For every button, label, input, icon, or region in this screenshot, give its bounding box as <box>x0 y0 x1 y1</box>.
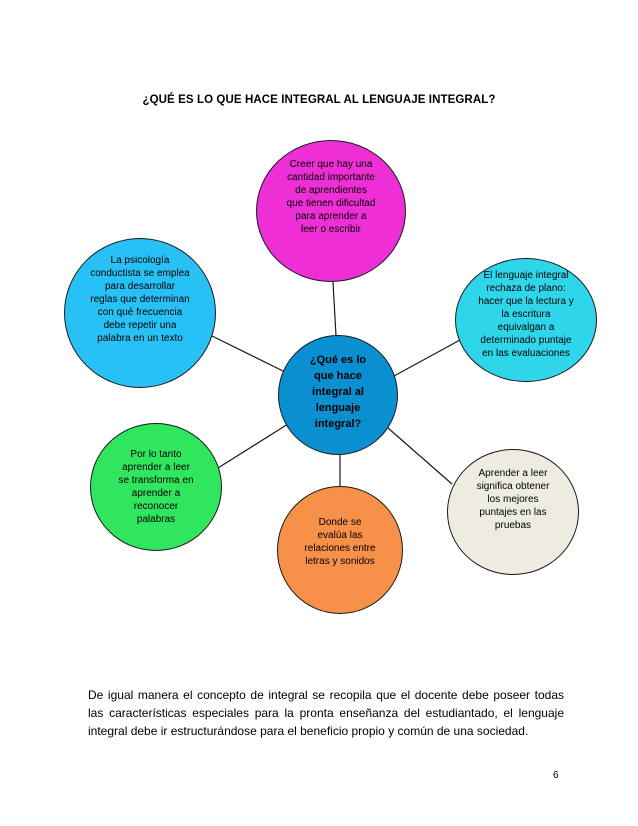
node-bottom-left: Por lo tanto aprender a leer se transfor… <box>90 423 222 551</box>
node-bottom-text: Donde se evalúa las relaciones entre let… <box>304 517 376 567</box>
node-right-text: El lenguaje integral rechaza de plano: h… <box>478 270 574 359</box>
node-bottom-right-text: Aprender a leer significa obtener los me… <box>476 468 550 531</box>
node-bottom: Donde se evalúa las relaciones entre let… <box>277 486 403 614</box>
connector-bottom-right <box>387 427 453 485</box>
connector-bottom-left <box>217 423 289 469</box>
node-center: ¿Qué es lo que hace integral al lenguaje… <box>278 335 398 455</box>
node-left: La psicología conductista se emplea para… <box>64 238 216 388</box>
node-left-text: La psicología conductista se emplea para… <box>90 255 190 344</box>
node-right: El lenguaje integral rechaza de plano: h… <box>455 258 597 382</box>
connector-top <box>332 281 337 337</box>
node-bottom-right: Aprender a leer significa obtener los me… <box>447 449 579 575</box>
page-title: ¿QUÉ ES LO QUE HACE INTEGRAL AL LENGUAJE… <box>142 94 496 106</box>
body-paragraph: De igual manera el concepto de integral … <box>88 688 564 738</box>
page-number: 6 <box>553 770 559 781</box>
node-bottom-left-text: Por lo tanto aprender a leer se transfor… <box>118 449 194 525</box>
connector-right <box>393 339 461 377</box>
node-top-text: Creer que hay una cantidad importante de… <box>286 159 376 235</box>
node-center-text: ¿Qué es lo que hace integral al lenguaje… <box>309 354 367 430</box>
connector-left <box>207 333 286 373</box>
node-top: Creer que hay una cantidad importante de… <box>256 140 406 282</box>
